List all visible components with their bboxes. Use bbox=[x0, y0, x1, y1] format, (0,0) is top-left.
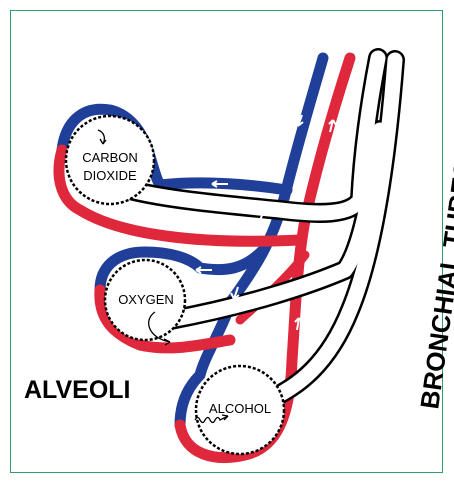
label-carbon-line2: DIOXIDE bbox=[83, 168, 137, 183]
arrow-red-mid bbox=[262, 271, 269, 282]
label-oxygen: OXYGEN bbox=[118, 292, 174, 307]
label-carbon-line1: CARBON bbox=[82, 150, 138, 165]
label-alveoli: ALVEOLI bbox=[24, 376, 130, 404]
label-alcohol: ALCOHOL bbox=[209, 401, 271, 416]
label-bronchial-tubes: BRONCHIAL TUBES bbox=[414, 158, 454, 411]
